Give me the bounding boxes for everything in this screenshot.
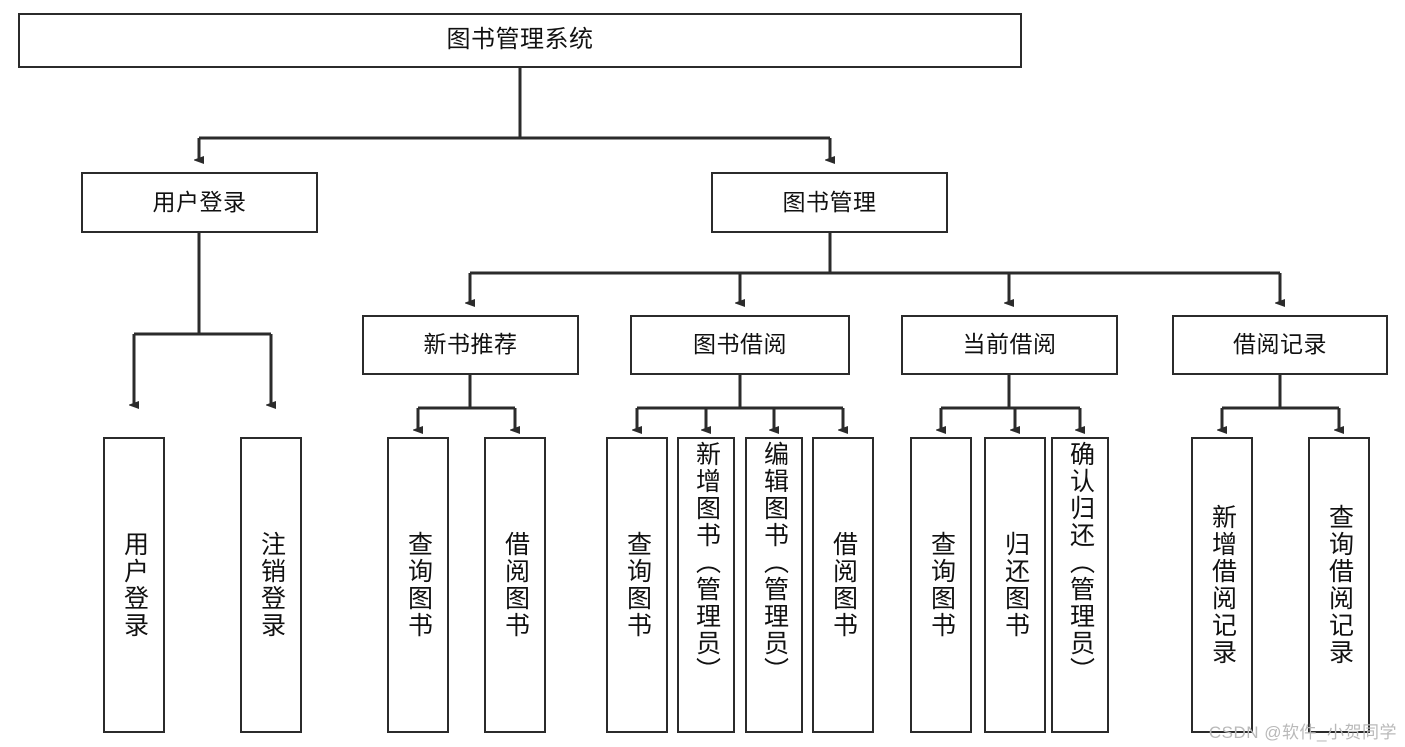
node-leaf-edit-book-admin[interactable]: 编辑图书（管理员） [745, 437, 803, 733]
node-leaf-return-book[interactable]: 归还图书 [984, 437, 1046, 733]
node-leaf-borrow-book-label: 借阅图书 [829, 531, 858, 639]
node-leaf-confirm-return-admin-label: 确认归还（管理员） [1066, 441, 1095, 684]
node-new-book-recommend[interactable]: 新书推荐 [362, 315, 579, 375]
node-leaf-query-book-current[interactable]: 查询图书 [910, 437, 972, 733]
node-leaf-borrow-book[interactable]: 借阅图书 [812, 437, 874, 733]
node-leaf-user-login[interactable]: 用户登录 [103, 437, 165, 733]
node-book-borrow[interactable]: 图书借阅 [630, 315, 850, 375]
node-book-borrow-label: 图书借阅 [693, 331, 787, 358]
node-borrow-record-label: 借阅记录 [1233, 331, 1327, 358]
node-leaf-query-book-borrow-label: 查询图书 [623, 531, 652, 639]
node-leaf-confirm-return-admin[interactable]: 确认归还（管理员） [1051, 437, 1109, 733]
node-book-management[interactable]: 图书管理 [711, 172, 948, 233]
node-root-label: 图书管理系统 [446, 26, 594, 54]
node-leaf-query-book-rec-label: 查询图书 [404, 531, 433, 639]
watermark-text: CSDN @软件_小贺同学 [1208, 723, 1397, 742]
node-leaf-return-book-label: 归还图书 [1001, 531, 1030, 639]
node-leaf-user-logout[interactable]: 注销登录 [240, 437, 302, 733]
node-leaf-borrow-book-rec[interactable]: 借阅图书 [484, 437, 546, 733]
node-leaf-user-logout-label: 注销登录 [257, 531, 286, 639]
node-leaf-query-borrow-record[interactable]: 查询借阅记录 [1308, 437, 1370, 733]
node-leaf-add-book-admin-label: 新增图书（管理员） [692, 441, 721, 684]
node-leaf-query-book-rec[interactable]: 查询图书 [387, 437, 449, 733]
node-leaf-add-borrow-record[interactable]: 新增借阅记录 [1191, 437, 1253, 733]
node-leaf-query-book-current-label: 查询图书 [927, 531, 956, 639]
node-current-borrow-label: 当前借阅 [962, 331, 1057, 358]
node-root-system[interactable]: 图书管理系统 [18, 13, 1022, 68]
node-book-management-label: 图书管理 [782, 188, 877, 215]
node-leaf-add-book-admin[interactable]: 新增图书（管理员） [677, 437, 735, 733]
node-leaf-add-borrow-record-label: 新增借阅记录 [1208, 504, 1237, 666]
node-new-book-recommend-label: 新书推荐 [423, 331, 518, 358]
node-borrow-record[interactable]: 借阅记录 [1172, 315, 1388, 375]
node-leaf-user-login-label: 用户登录 [120, 531, 149, 639]
node-leaf-query-borrow-record-label: 查询借阅记录 [1325, 504, 1354, 666]
node-leaf-edit-book-admin-label: 编辑图书（管理员） [760, 441, 789, 684]
node-leaf-borrow-book-rec-label: 借阅图书 [501, 531, 530, 639]
node-user-login[interactable]: 用户登录 [81, 172, 318, 233]
node-leaf-query-book-borrow[interactable]: 查询图书 [606, 437, 668, 733]
node-user-login-label: 用户登录 [152, 188, 247, 215]
node-current-borrow[interactable]: 当前借阅 [901, 315, 1118, 375]
